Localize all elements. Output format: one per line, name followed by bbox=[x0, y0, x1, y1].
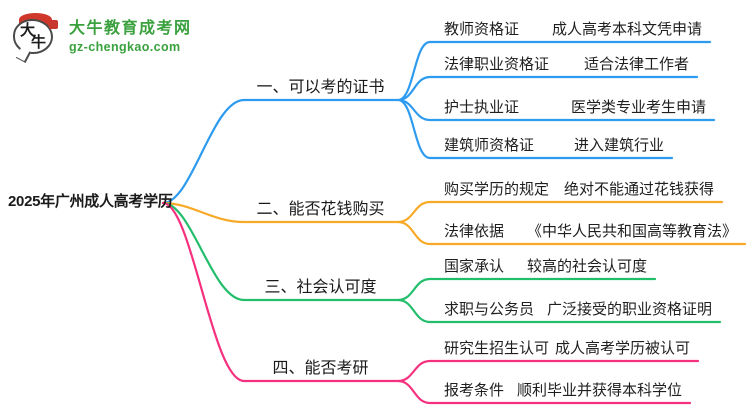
logo-red-seal bbox=[49, 20, 58, 29]
leaf-node: 建筑师资格证 进入建筑行业 bbox=[430, 137, 672, 155]
leaf-value: 绝对不能通过花钱获得 bbox=[563, 181, 714, 198]
leaf-label: 建筑师资格证 bbox=[444, 137, 535, 154]
logo-speech-bubble bbox=[13, 19, 53, 54]
logo-character-bottom: 牛 bbox=[31, 34, 47, 51]
branch-3-connector bbox=[161, 201, 722, 324]
leaf-node: 购买学历的规定 绝对不能通过花钱获得 bbox=[430, 181, 722, 199]
leaf-label: 法律职业资格证 bbox=[444, 56, 550, 73]
leaf-value: 顺利毕业并获得本科学位 bbox=[516, 382, 682, 399]
leaf-node: 研究生招生认可 成人高考学历被认可 bbox=[430, 340, 698, 358]
leaf-value: 广泛接受的职业资格证明 bbox=[546, 301, 712, 318]
branch-2-connector bbox=[161, 200, 747, 246]
branch-3-label: 三、社会认可度 bbox=[264, 279, 377, 296]
leaf-value: 较高的社会认可度 bbox=[526, 258, 647, 275]
daniu-logo-icon: 大 牛 bbox=[12, 13, 60, 59]
leaf-value: 适合法律工作者 bbox=[583, 56, 689, 73]
brand-title: 大牛教育成考网 bbox=[69, 20, 192, 37]
leaf-label: 教师资格证 bbox=[444, 21, 520, 38]
leaf-node: 法律依据 《中华人民共和国高等教育法》 bbox=[430, 223, 745, 241]
leaf-node: 国家承认 较高的社会认可度 bbox=[430, 258, 655, 276]
leaf-label: 法律依据 bbox=[444, 223, 505, 240]
leaf-value: 医学类专业考生申请 bbox=[570, 99, 706, 116]
leaf-node: 报考条件 顺利毕业并获得本科学位 bbox=[430, 382, 690, 400]
leaf-label: 护士执业证 bbox=[444, 99, 520, 116]
leaf-value: 成人高考学历被认可 bbox=[554, 340, 690, 357]
branch-4-label: 四、能否考研 bbox=[272, 360, 369, 377]
leaf-label: 报考条件 bbox=[444, 382, 505, 399]
leaf-label: 研究生招生认可 bbox=[444, 340, 550, 357]
leaf-value: 成人高考本科文凭申请 bbox=[551, 21, 702, 38]
leaf-label: 国家承认 bbox=[444, 258, 505, 275]
leaf-value: 进入建筑行业 bbox=[573, 137, 664, 154]
brand-domain: gz-chengkao.com bbox=[69, 40, 181, 55]
logo-character-top: 大 bbox=[20, 22, 36, 39]
leaf-label: 购买学历的规定 bbox=[444, 181, 550, 198]
brand-logo: 大 牛 大牛教育成考网 gz-chengkao.com bbox=[12, 13, 192, 59]
leaf-node: 求职与公务员 广泛接受的职业资格证明 bbox=[430, 301, 720, 319]
branch-2-label: 二、能否花钱购买 bbox=[256, 201, 385, 218]
leaf-label: 求职与公务员 bbox=[444, 301, 535, 318]
branch-1-connector bbox=[161, 40, 716, 205]
leaf-node: 护士执业证 医学类专业考生申请 bbox=[430, 99, 714, 117]
brand-text-block: 大牛教育成考网 gz-chengkao.com bbox=[69, 13, 192, 54]
root-topic: 2025年广州成人高考学历 bbox=[8, 193, 173, 210]
leaf-node: 教师资格证 成人高考本科文凭申请 bbox=[430, 21, 710, 39]
leaf-node: 法律职业资格证 适合法律工作者 bbox=[430, 56, 697, 74]
leaf-value: 《中华人民共和国高等教育法》 bbox=[526, 223, 737, 240]
branch-4-connector bbox=[161, 201, 700, 405]
branch-1-label: 一、可以考的证书 bbox=[256, 79, 385, 96]
